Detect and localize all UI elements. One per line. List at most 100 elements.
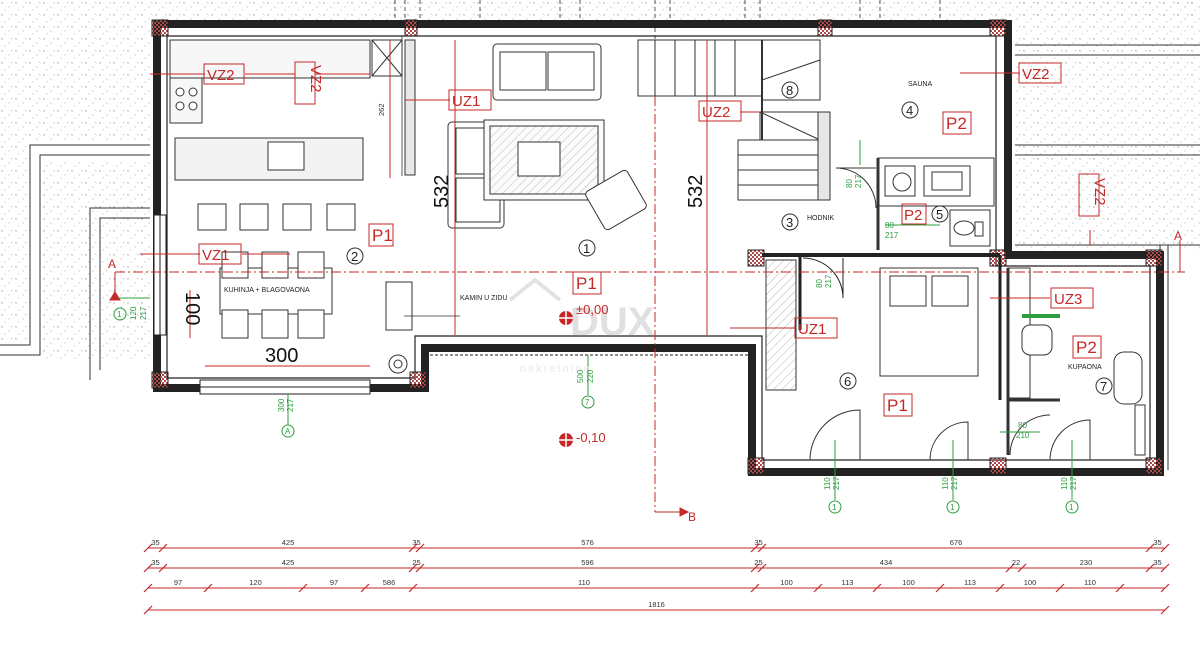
section-a-right: A: [1174, 229, 1182, 243]
dimension-label: 1816: [648, 600, 665, 609]
watermark-brand: DUX: [570, 300, 655, 344]
dimension-tick: [1017, 563, 1027, 573]
section-b: B: [688, 510, 696, 524]
opening-11-a: 110: [1060, 477, 1069, 490]
tag-p1-living: P1: [576, 274, 597, 293]
opening-9-a: 110: [823, 477, 832, 490]
dimension-tick: [813, 583, 823, 593]
level-marker-floor: [559, 311, 573, 325]
living-glazing: [425, 344, 752, 356]
dimension-tick: [872, 583, 882, 593]
dimension-tick: [408, 563, 418, 573]
label-sauna: SAUNA: [908, 81, 932, 88]
label-kitchen: KUHINJA + BLAGOVAONA: [224, 287, 310, 294]
dimension-label: 120: [249, 578, 262, 587]
dimension-label: 35: [1153, 558, 1161, 567]
tag-p2-sauna: P2: [946, 114, 967, 133]
dim-living-height: 532: [431, 175, 453, 208]
dimension-tick: [415, 543, 425, 553]
watermark: DUX nekretnine: [508, 277, 655, 375]
section-line-a: [109, 240, 1185, 301]
dimension-label: 110: [578, 578, 590, 587]
window-marker-5: 1: [950, 503, 955, 512]
opening-annotations: 80 217 80 217 80 217 80 210 120 217 300 …: [129, 174, 1078, 490]
dimension-label: 35: [754, 538, 762, 547]
room-number-8: 8: [786, 83, 793, 98]
kitchen-glazing: [153, 214, 371, 395]
tag-vz2-vertical-left: VZ2: [307, 65, 324, 93]
dim-kitchen-width: 300: [265, 345, 298, 367]
dimension-label: 97: [330, 578, 338, 587]
dimension-label: 586: [383, 578, 396, 587]
dimension-tick: [750, 583, 760, 593]
level-floor: ±0,00: [576, 302, 608, 317]
tag-vz2-top-right: VZ2: [1022, 66, 1050, 83]
window-marker-3: 7: [585, 398, 590, 407]
dimension-tick: [1145, 543, 1155, 553]
dimension-tick: [158, 543, 168, 553]
opening-10-a: 110: [941, 477, 950, 490]
room-number-1: 1: [583, 241, 590, 256]
dimension-label: 97: [174, 578, 182, 587]
opening-8-b: 220: [586, 369, 595, 383]
dimension-tick: [1005, 563, 1015, 573]
dimension-tick: [750, 543, 760, 553]
terrain: [0, 0, 1200, 360]
bathroom-fixtures: [1006, 267, 1146, 456]
dimension-label: 230: [1080, 558, 1093, 567]
dimension-tick: [408, 583, 418, 593]
tag-p2-wc: P2: [904, 207, 922, 224]
dimension-label: 110: [1084, 578, 1096, 587]
tag-vz1-kitchen: VZ1: [202, 247, 230, 264]
left-terrace-lines: [0, 144, 150, 380]
dimension-label: 434: [880, 558, 893, 567]
opening-3-a: 80: [815, 279, 824, 288]
level-terrace: -0,10: [576, 430, 606, 445]
dimension-tick: [408, 543, 418, 553]
dimension-tick: [757, 543, 767, 553]
window-marker-6: 1: [1069, 503, 1074, 512]
dimension-tick: [203, 583, 213, 593]
tag-leaders: [140, 72, 1091, 329]
living-furniture: [447, 43, 647, 231]
tag-vz2-top-left: VZ2: [207, 67, 235, 84]
dimension-label: 100: [780, 578, 793, 587]
window-marker-circles: [113, 307, 1079, 514]
room-number-3: 3: [786, 215, 793, 230]
tag-p1-bedroom: P1: [887, 396, 908, 415]
green-leaders: [118, 140, 1073, 500]
dimension-label: 113: [964, 578, 976, 587]
dimension-label: 35: [1153, 538, 1161, 547]
dimension-label: 100: [902, 578, 915, 587]
tag-p2-bath: P2: [1076, 338, 1097, 357]
label-hallway: HODNIK: [807, 215, 835, 222]
tag-boxes: [198, 61, 1102, 417]
dimension-tick: [158, 563, 168, 573]
section-a-left: A: [108, 257, 116, 271]
corner-columns: [151, 19, 1163, 475]
level-marker-terrace: [559, 433, 573, 447]
label-fireplace: KAMIN U ZIDU: [460, 295, 507, 302]
opening-9-b: 217: [832, 476, 841, 490]
dimension-tick: [757, 563, 767, 573]
opening-2-b: 217: [885, 231, 899, 240]
tag-uz3-bath: UZ3: [1054, 291, 1082, 308]
room-number-2: 2: [351, 249, 358, 264]
dimension-tick: [750, 563, 760, 573]
dimension-tick: [1145, 563, 1155, 573]
opening-11-b: 217: [1069, 476, 1078, 490]
opening-3-b: 217: [824, 274, 833, 288]
tag-uz1-bedroom: UZ1: [798, 321, 826, 338]
dimension-tick: [995, 583, 1005, 593]
dimension-tick: [1160, 583, 1170, 593]
window-marker-2: A: [285, 427, 291, 436]
height-dim-lines: [189, 40, 708, 367]
opening-10-b: 217: [950, 476, 959, 490]
opening-7-a: 300: [277, 398, 286, 412]
dimension-label: 100: [1024, 578, 1037, 587]
dimension-label: 25: [412, 558, 420, 567]
dim-door-width: 100: [181, 292, 203, 325]
section-line-b: [654, 96, 690, 517]
dimension-label: 35: [151, 558, 159, 567]
dimension-tick: [935, 583, 945, 593]
